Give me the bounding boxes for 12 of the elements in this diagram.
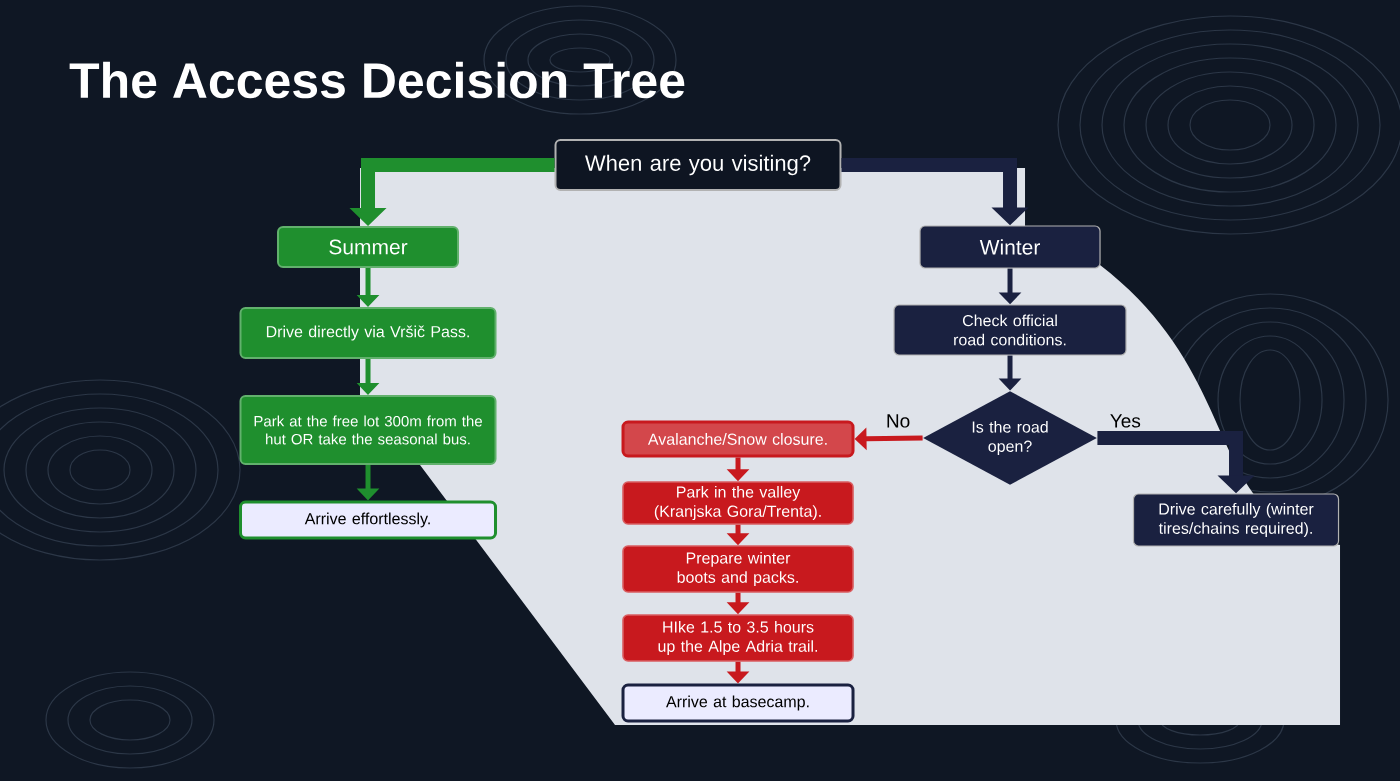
process-box: Park at the free lot 300m from the hut OR take the seasonal bus. (239, 395, 497, 465)
process-box: Check official road conditions. (893, 304, 1127, 356)
decision-box: When are you visiting? (554, 139, 842, 191)
process-box: Prepare winter boots and packs. (622, 545, 854, 593)
title: The Access Decision Tree (69, 61, 685, 99)
end-box: Arrive at basecamp. (621, 683, 855, 723)
process-box: Drive directly via Vršič Pass. (239, 307, 497, 359)
process-box: Avalanche/Snow closure. (621, 420, 855, 458)
edge-label: No (883, 412, 913, 430)
edge-label: Yes (1107, 412, 1143, 430)
process-box: HIke 1.5 to 3.5 hours up the Alpe Adria trail. (622, 614, 854, 662)
end-box: Arrive effortlessly. (239, 500, 497, 540)
